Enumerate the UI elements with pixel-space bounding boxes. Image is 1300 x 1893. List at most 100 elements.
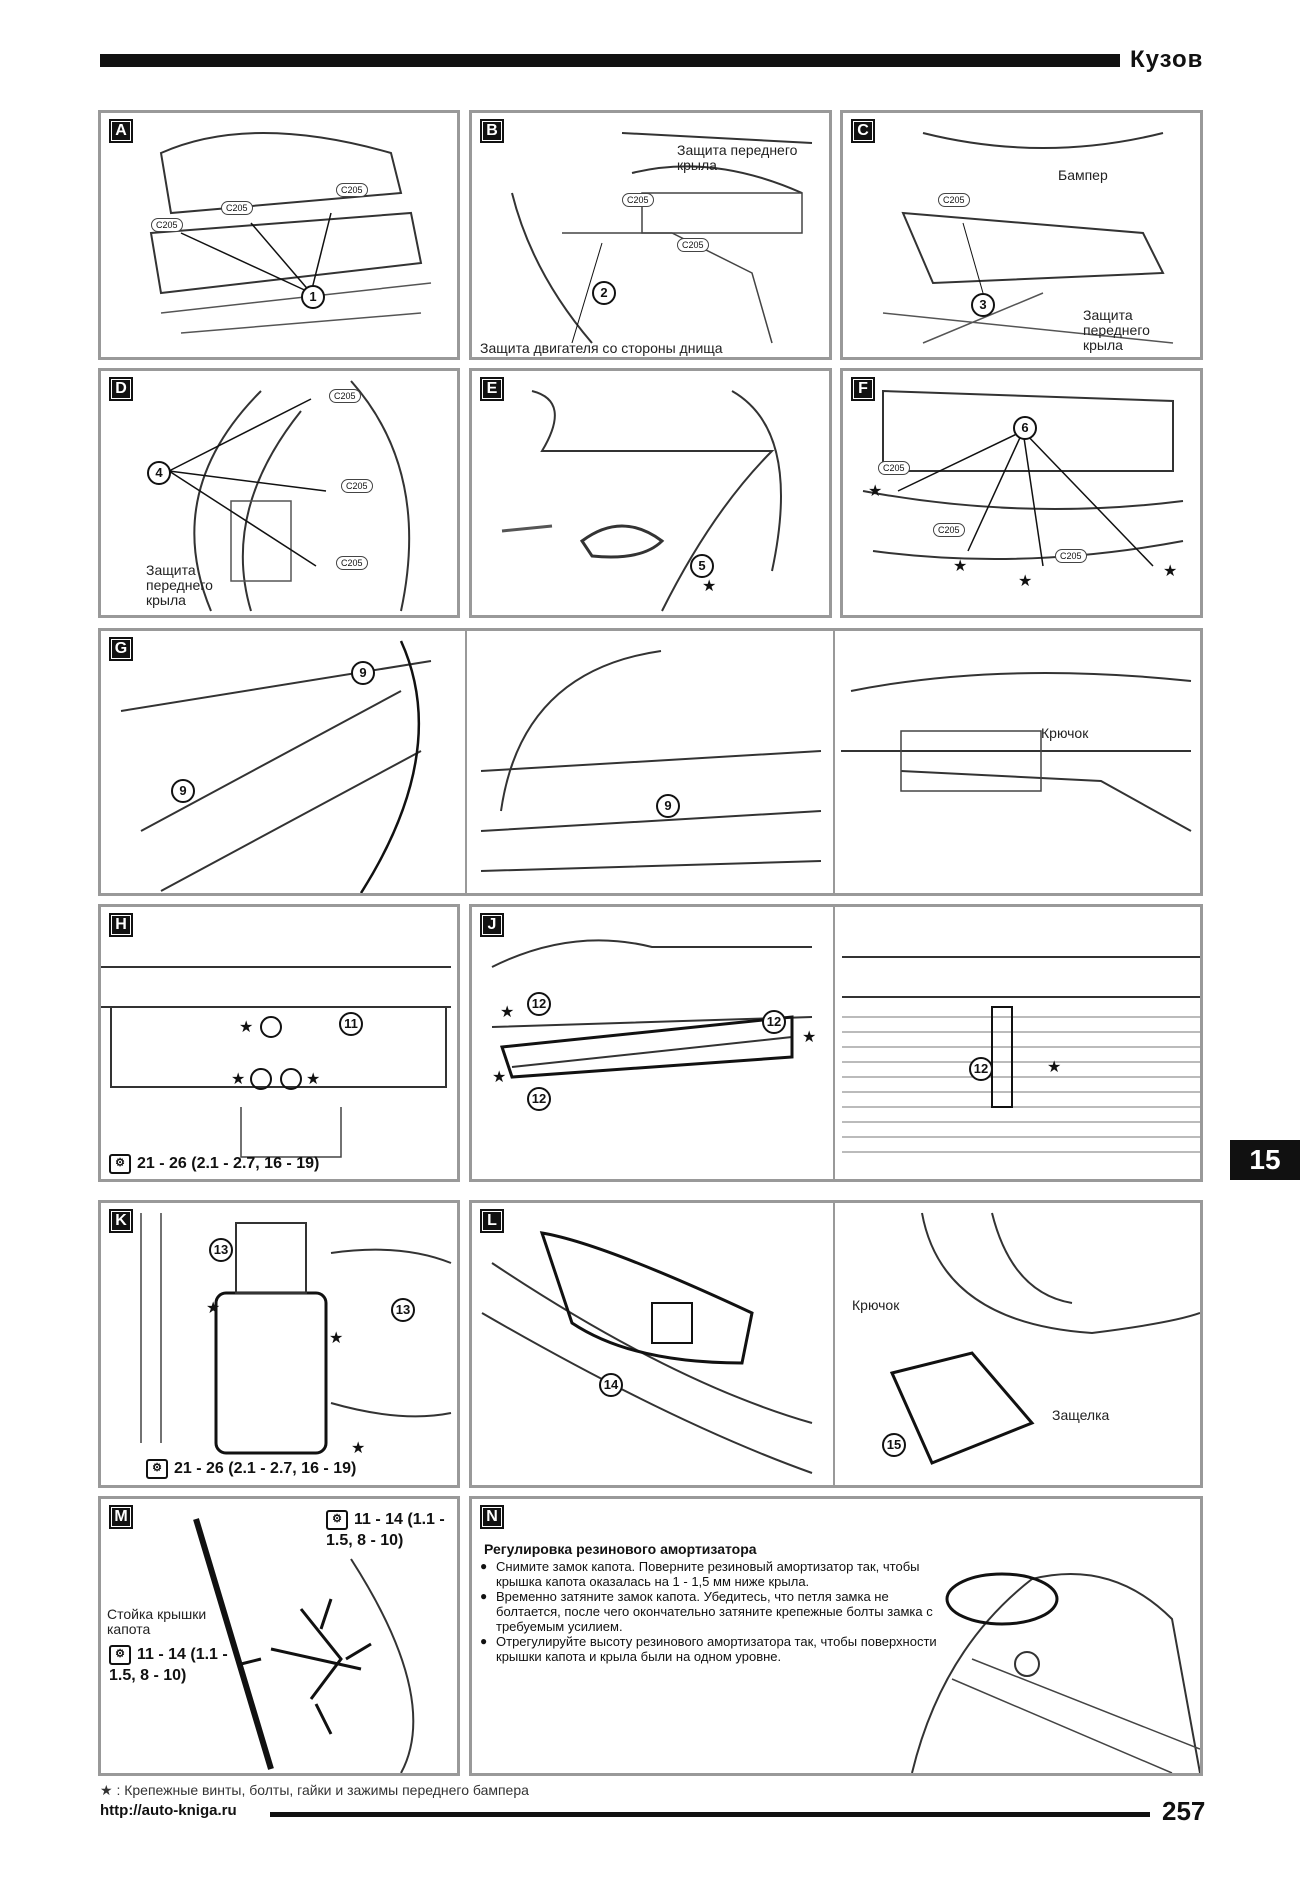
c205-tag: C205: [341, 479, 373, 493]
torque-value: 11 - 14 (1.1 - 1.5, 8 - 10): [109, 1646, 228, 1684]
panel-h-drawing: [101, 966, 451, 1158]
footer-url[interactable]: http://auto-kniga.ru: [100, 1802, 237, 1819]
chapter-tab: 15: [1230, 1140, 1300, 1180]
front-fender-guard-label: Защита переднего крыла: [677, 142, 798, 173]
callout-11: 11: [339, 1012, 363, 1036]
callout-3: 3: [971, 293, 995, 317]
callout-12: 12: [762, 1010, 786, 1034]
wrench-icon: ⚙: [326, 1509, 348, 1530]
panel-k-drawing: [140, 1213, 452, 1455]
torque-spec: ⚙11 - 14 (1.1 - 1.5, 8 - 10): [109, 1644, 229, 1686]
c205-tag: C205: [336, 183, 368, 197]
star-marker: ★: [329, 1330, 344, 1347]
panel-j-drawing: [491, 907, 1200, 1179]
panel-d-drawing: [168, 380, 411, 612]
page-number: 257: [1162, 1796, 1206, 1826]
c205-tag: C205: [329, 389, 361, 403]
star-marker: ★: [1047, 1059, 1062, 1076]
star-marker: ★: [953, 558, 968, 575]
callout-6: 6: [1013, 416, 1037, 440]
panel-f: F 6 C205 C205 C205 ★ ★ ★ ★: [840, 368, 1203, 618]
c205-tag: C205: [938, 193, 970, 207]
callout-5: 5: [690, 554, 714, 578]
star-marker: ★: [239, 1019, 254, 1036]
star-marker: ★: [206, 1300, 221, 1317]
c205-tag: C205: [336, 556, 368, 570]
panel-j: J 12 12 12 12 ★ ★ ★ ★: [469, 904, 1203, 1182]
wrench-icon: ⚙: [109, 1153, 131, 1174]
panel-a-drawing: [149, 132, 432, 334]
c205-tag: C205: [933, 523, 965, 537]
callout-9: 9: [351, 661, 375, 685]
c205-tag: C205: [151, 218, 183, 232]
adjustment-step: Временно затяните замок капота. Убедитес…: [480, 1589, 940, 1634]
panel-g: G 9 9 9 Крючок: [98, 628, 1203, 896]
panel-m: M ⚙11 - 14 (1.1 - 1.5, 8 - 10) Стойка кр…: [98, 1496, 460, 1776]
torque-spec: ⚙11 - 14 (1.1 - 1.5, 8 - 10): [326, 1509, 456, 1551]
c205-tag: C205: [221, 201, 253, 215]
panel-label: C: [851, 119, 875, 143]
callout-4: 4: [147, 461, 171, 485]
callout-13: 13: [391, 1298, 415, 1322]
wrench-icon: ⚙: [146, 1458, 168, 1479]
callout-1: 1: [301, 285, 325, 309]
panel-label: L: [480, 1209, 504, 1233]
callout-14: 14: [599, 1373, 623, 1397]
adjustment-title: Регулировка резинового амортизатора: [484, 1541, 757, 1557]
c205-tag: C205: [677, 238, 709, 252]
star-marker: ★: [351, 1440, 366, 1457]
panel-label: M: [109, 1505, 133, 1529]
star-marker: ★: [306, 1071, 321, 1088]
panel-d: D 4 C205 C205 C205 Защита переднего крыл…: [98, 368, 460, 618]
adjustment-step: Снимите замок капота. Поверните резиновы…: [480, 1559, 940, 1589]
callout-12: 12: [527, 1087, 551, 1111]
engine-undercover-label: Защита двигателя со стороны днища: [480, 340, 723, 356]
section-title: Кузов: [1130, 46, 1204, 73]
panel-b-drawing: [511, 132, 813, 344]
panel-label: J: [480, 913, 504, 937]
star-marker: ★: [702, 578, 717, 595]
panel-label: D: [109, 377, 133, 401]
panel-label: G: [109, 637, 133, 661]
panel-m-drawing: [190, 1518, 415, 1773]
torque-value: 21 - 26 (2.1 - 2.7, 16 - 19): [137, 1155, 320, 1172]
torque-spec: ⚙ 21 - 26 (2.1 - 2.7, 16 - 19): [146, 1458, 356, 1479]
panel-e-drawing: [501, 390, 782, 612]
panel-label: H: [109, 913, 133, 937]
panel-g-drawing: [120, 631, 1192, 893]
panel-e: E 5 ★: [469, 368, 832, 618]
star-marker: ★: [1018, 573, 1033, 590]
star-marker: ★: [1163, 563, 1178, 580]
callout-2: 2: [592, 281, 616, 305]
star-marker: ★: [868, 483, 883, 500]
panel-n: N Регулировка резинового амортизатора Сн…: [469, 1496, 1203, 1776]
front-fender-guard-label: Защита переднего крыла: [146, 562, 213, 608]
panel-k: K 13 13 ★ ★ ★ ⚙21 - 26 (2.1 - 2.7, 16 - …: [98, 1200, 460, 1488]
c205-tag: C205: [1055, 549, 1087, 563]
callout-15: 15: [882, 1433, 906, 1457]
torque-value: 21 - 26 (2.1 - 2.7, 16 - 19): [174, 1460, 357, 1477]
panel-label: N: [480, 1505, 504, 1529]
panel-label: B: [480, 119, 504, 143]
header-rule: [100, 54, 1120, 67]
front-fender-guard-label: Защита переднего крыла: [1083, 307, 1150, 353]
panel-a: A C205 C205 C205 1: [98, 110, 460, 360]
panel-c-drawing: [882, 132, 1174, 344]
torque-value: 11 - 14 (1.1 - 1.5, 8 - 10): [326, 1511, 445, 1549]
panel-l-drawing: [481, 1203, 1200, 1485]
hook-label: Крючок: [852, 1297, 900, 1313]
callout-9: 9: [656, 794, 680, 818]
callout-13: 13: [209, 1238, 233, 1262]
c205-tag: C205: [622, 193, 654, 207]
callout-12: 12: [969, 1057, 993, 1081]
footnote: ★ : Крепежные винты, болты, гайки и зажи…: [100, 1782, 529, 1798]
panel-l: L 14 Крючок Защелка 15: [469, 1200, 1203, 1488]
callout-9: 9: [171, 779, 195, 803]
footer-rule: [270, 1812, 1150, 1817]
callout-12: 12: [527, 992, 551, 1016]
panel-label: A: [109, 119, 133, 143]
hook-label: Крючок: [1041, 725, 1089, 741]
panel-h: H 11 ★ ★ ★ ⚙21 - 26 (2.1 - 2.7, 16 - 19): [98, 904, 460, 1182]
panel-n-drawing: [911, 1572, 1200, 1773]
panel-b: B Защита переднего крыла C205 C205 2 Защ…: [469, 110, 832, 360]
